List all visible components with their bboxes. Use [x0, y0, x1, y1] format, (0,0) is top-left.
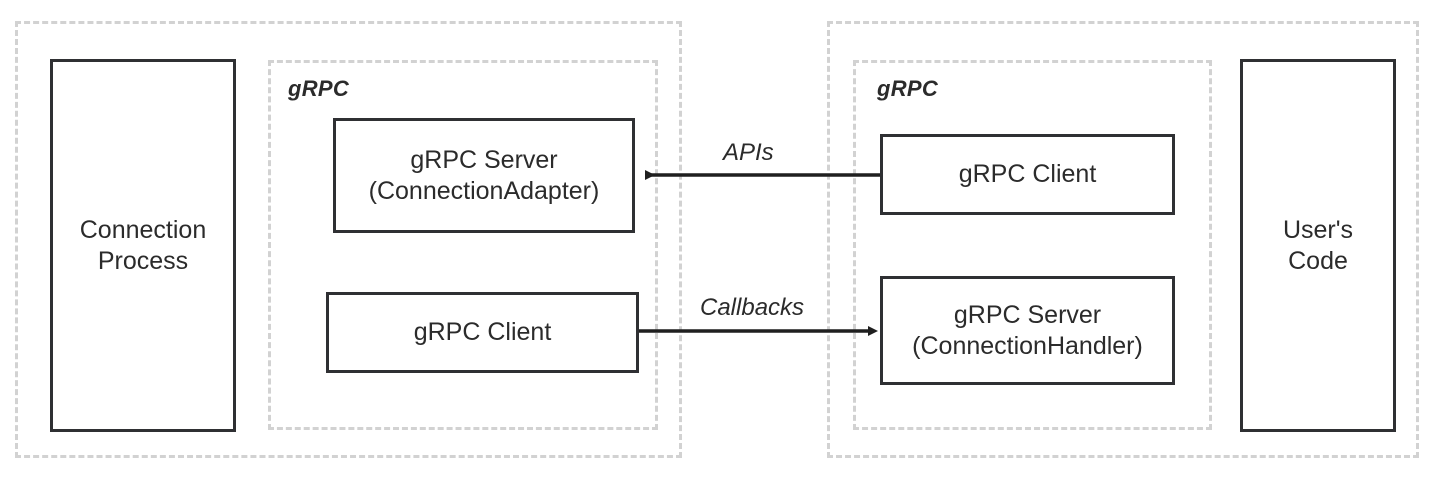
grpc-server-handler-box[interactable]: gRPC Server (ConnectionHandler) [880, 276, 1175, 385]
grpc-client-right-box[interactable]: gRPC Client [880, 134, 1175, 215]
connection-process-box[interactable]: Connection Process [50, 59, 236, 432]
callbacks-edge-label: Callbacks [700, 294, 805, 321]
users-code-box[interactable]: User's Code [1240, 59, 1396, 432]
apis-edge-label: APIs [723, 139, 774, 166]
connection-process-group [15, 21, 682, 458]
grpc-client-left-box[interactable]: gRPC Client [326, 292, 639, 373]
grpc-right-group-label: gRPC [877, 76, 939, 101]
user-code-group [827, 21, 1419, 458]
grpc-server-adapter-box[interactable]: gRPC Server (ConnectionAdapter) [333, 118, 635, 233]
grpc-left-group-label: gRPC [288, 76, 350, 101]
grpc-left-group [268, 60, 658, 430]
grpc-right-group [853, 60, 1212, 430]
